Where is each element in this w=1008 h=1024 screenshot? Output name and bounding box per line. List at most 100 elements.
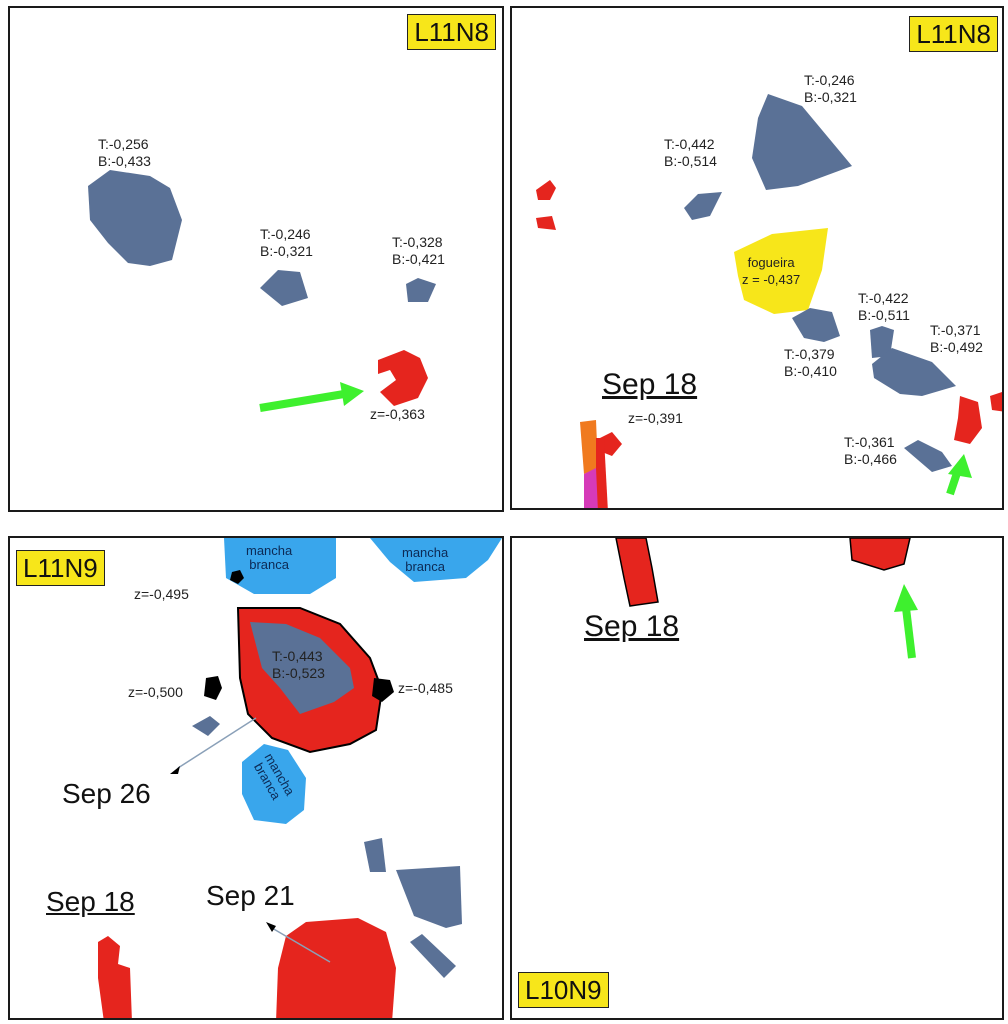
date-label: Sep 26 <box>62 778 151 809</box>
red-feature-left <box>98 936 132 1018</box>
mancha-branca-c <box>242 744 306 824</box>
green-arrow <box>894 584 918 659</box>
stone-medium <box>792 308 840 342</box>
green-arrow <box>259 382 364 412</box>
top-elevation: T:-0,379 <box>784 346 835 362</box>
top-elevation: T:-0,246 <box>260 226 311 242</box>
green-arrow <box>946 454 972 496</box>
z-label: z=-0,500 <box>128 684 183 700</box>
square-tag: L11N8 <box>909 16 998 52</box>
top-elevation: T:-0,422 <box>858 290 909 306</box>
black-point-z485 <box>372 678 394 702</box>
branca-word: branca <box>405 559 445 574</box>
bottom-elevation: B:-0,511 <box>858 307 910 323</box>
stone-small-b <box>364 838 386 872</box>
leader-arrowhead <box>266 922 276 932</box>
stone-small-a <box>192 716 220 736</box>
top-elevation: T:-0,442 <box>664 136 715 152</box>
red-feature-b <box>849 538 911 571</box>
red-feature-e <box>600 432 622 456</box>
stone-large <box>396 866 462 928</box>
red-stripe <box>596 438 608 508</box>
stone-large <box>752 94 852 190</box>
bottom-elevation: B:-0,433 <box>98 153 151 169</box>
fogueira-label: fogueira z = -0,437 <box>742 254 800 288</box>
black-point-z500 <box>204 676 222 700</box>
z-label: z=-0,391 <box>628 410 683 426</box>
stone-center <box>250 622 354 714</box>
panel-top-left-drawing <box>88 170 436 412</box>
panel-bottom-right: Sep 18 L10N9 <box>510 536 1004 1020</box>
z-label: z=-0,485 <box>398 680 453 696</box>
top-elevation: T:-0,328 <box>392 234 443 250</box>
red-feature-a <box>615 538 659 607</box>
square-tag: L11N8 <box>407 14 496 50</box>
fogueira-feature <box>734 228 828 314</box>
top-elevation: T:-0,246 <box>804 72 855 88</box>
fogueira-name: fogueira <box>747 255 795 270</box>
stone-large <box>88 170 182 266</box>
leader-line <box>271 927 331 963</box>
bottom-elevation: B:-0,410 <box>784 363 837 379</box>
red-feature-a <box>536 180 556 200</box>
panel-bottom-left-drawing <box>98 538 502 1018</box>
date-label: Sep 18 <box>46 886 135 917</box>
date-label: Sep 18 <box>584 610 680 643</box>
red-feature-b <box>536 216 556 230</box>
bottom-elevation: B:-0,466 <box>844 451 897 467</box>
stone-elongated <box>872 348 956 396</box>
z-label: z=-0,363 <box>370 406 425 422</box>
panel-bottom-right-drawing <box>615 538 918 659</box>
top-elevation: T:-0,371 <box>930 322 981 338</box>
date-label: Sep 18 <box>602 368 698 401</box>
z-label: z=-0,495 <box>134 586 189 602</box>
leader-line <box>177 717 257 769</box>
red-feature <box>378 350 428 406</box>
panel-top-right-drawing <box>536 94 1002 508</box>
branca-word: branca <box>249 557 289 572</box>
orange-feature <box>580 420 598 474</box>
mancha-word: mancha <box>402 545 449 560</box>
magenta-feature <box>584 468 598 508</box>
red-feature-c <box>954 396 982 444</box>
mancha-branca-a <box>224 538 336 594</box>
bottom-elevation: B:-0,514 <box>664 153 717 169</box>
stone-small-c <box>410 934 456 978</box>
top-elevation: T:-0,443 <box>272 648 323 664</box>
bottom-elevation: B:-0,321 <box>804 89 857 105</box>
stone-small <box>684 192 722 220</box>
square-tag: L10N9 <box>518 972 609 1008</box>
bottom-elevation: B:-0,321 <box>260 243 313 259</box>
black-point-z495 <box>230 570 244 584</box>
date-label: Sep 21 <box>206 880 295 911</box>
bottom-elevation: B:-0,523 <box>272 665 325 681</box>
bottom-elevation: B:-0,492 <box>930 339 983 355</box>
bottom-elevation: B:-0,421 <box>392 251 445 267</box>
stone-small-c <box>904 440 952 472</box>
square-tag: L11N9 <box>16 550 105 586</box>
mancha-branca-b <box>370 538 502 582</box>
top-elevation: T:-0,361 <box>844 434 895 450</box>
mancha-word: mancha <box>246 543 293 558</box>
stone-small-b <box>870 326 894 358</box>
stone-small-b <box>406 278 436 302</box>
red-feature-d <box>990 392 1002 412</box>
red-feature-bottom <box>276 918 396 1018</box>
fogueira-z: z = -0,437 <box>742 272 801 287</box>
stone-small-a <box>260 270 308 306</box>
